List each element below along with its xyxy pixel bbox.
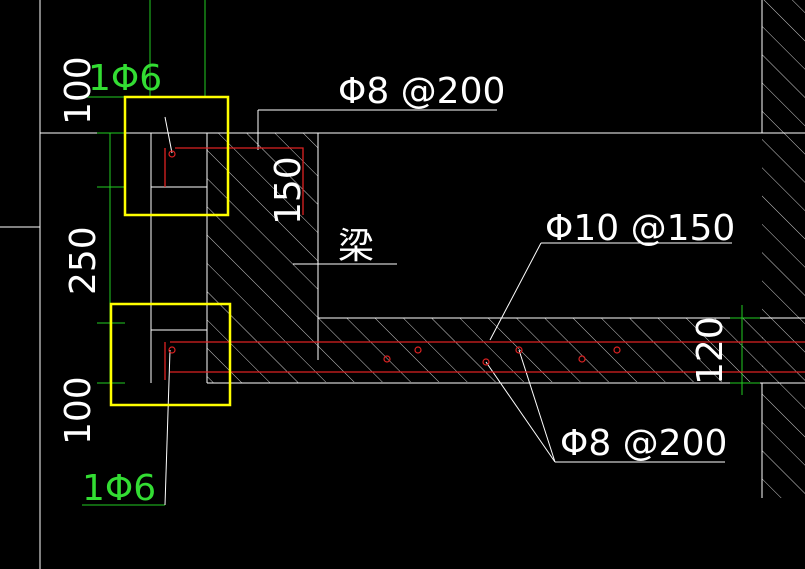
label-slab-bottom-rebar: Φ8 @200 [560,423,727,464]
dim-top: 100 [58,56,99,125]
label-top-stirrup: Φ8 @200 [338,71,505,112]
dim-middle: 250 [63,226,104,295]
dim-beam-width: 150 [268,156,309,225]
label-slab-top-rebar: Φ10 @150 [545,208,735,249]
dim-slab-thickness: 120 [690,316,731,385]
rebar-dots [168,150,621,366]
dim-bottom: 100 [58,376,99,445]
rebar-lines [164,147,805,380]
label-top-corner-bar: 1Φ6 [88,58,162,99]
highlight-box-top [123,95,230,217]
highlight-boxes [109,95,232,407]
wall-hatch [207,0,805,498]
highlight-box-bottom [109,302,232,407]
label-bottom-corner-bar: 1Φ6 [82,468,156,509]
leader-lines [164,109,732,506]
label-beam: 梁 [338,226,374,267]
